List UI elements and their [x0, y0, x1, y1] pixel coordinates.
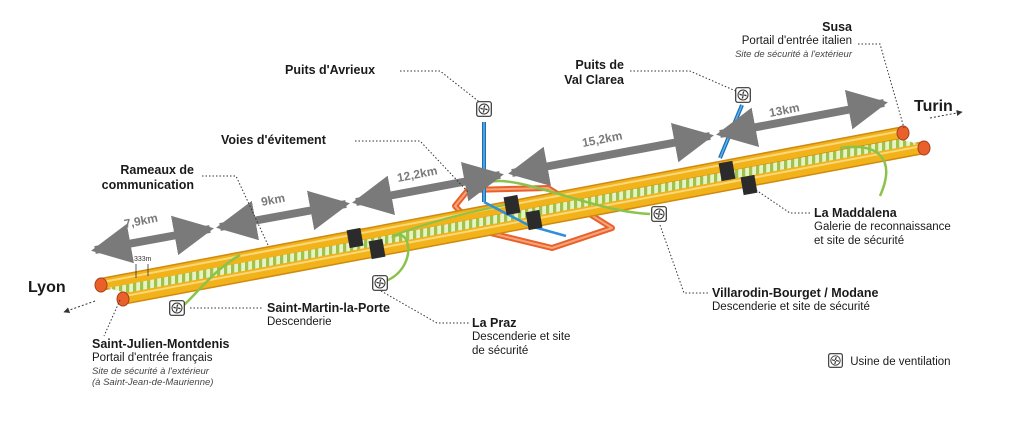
maddalena-name: La Maddalena: [814, 206, 897, 220]
rameaux-line1: Rameaux de: [120, 163, 194, 177]
ventilation-icon-la-praz: [372, 275, 388, 291]
ventilation-icon-avrieux: [476, 101, 492, 117]
villarodin-name: Villarodin-Bourget / Modane: [712, 286, 879, 300]
ventilation-icon-val-clarea: [735, 87, 751, 103]
label-voies: Voies d'évitement: [221, 133, 326, 147]
tube-north: [96, 126, 908, 291]
leader-st-julien: [103, 299, 121, 337]
connector-maddalena: [839, 145, 888, 197]
leader-rameaux: [202, 175, 269, 246]
st-julien-note2: (à Saint-Jean-de-Maurienne): [92, 377, 214, 389]
label-st-martin: Saint-Martin-la-Porte Descenderie: [267, 301, 390, 330]
leader-susa: [858, 43, 905, 129]
dist-label-4: 15,2km: [581, 128, 624, 150]
la-praz-desc2: de sécurité: [472, 344, 529, 357]
distance-arrows: [91, 90, 888, 264]
ventilation-icon-st-martin: [169, 300, 185, 316]
val-clarea-line1: Puits de: [575, 58, 624, 72]
st-julien-desc: Portail d'entrée français: [92, 352, 213, 364]
ventilation-icon-modane: [651, 206, 667, 222]
legend-label: Usine de ventilation: [850, 356, 951, 368]
label-rameaux: Rameaux de communication: [102, 163, 194, 193]
distance-labels: 7,9km 9km 12,2km 15,2km 13km: [123, 100, 801, 231]
maddalena-desc2: et site de sécurité: [814, 234, 905, 247]
dist-label-3: 12,2km: [396, 163, 439, 185]
connector-st-martin: [183, 253, 241, 306]
dist-label-5: 13km: [768, 100, 801, 120]
label-avrieux: Puits d'Avrieux: [285, 63, 376, 77]
legend-ventilation-icon: [828, 353, 843, 373]
label-villarodin: Villarodin-Bourget / Modane Descenderie …: [712, 286, 878, 315]
susa-desc: Portail d'entrée italien: [741, 35, 852, 47]
label-st-julien: Saint-Julien-Montdenis Portail d'entrée …: [92, 337, 230, 389]
legend: Usine de ventilation: [828, 353, 951, 373]
portal-lyon-north: [94, 277, 108, 293]
arrow-turin: [929, 110, 963, 119]
st-julien-note1: Site de sécurité à l'extérieur: [92, 365, 209, 377]
leader-la-praz: [380, 290, 470, 324]
arrow-lyon: [63, 300, 96, 314]
dist-label-1: 7,9km: [123, 211, 159, 231]
label-turin: Turin: [914, 98, 953, 115]
leader-voies: [355, 140, 469, 193]
susa-name: Susa: [822, 20, 852, 34]
la-praz-name: La Praz: [472, 316, 517, 330]
leader-avrieux: [400, 70, 483, 105]
leader-modane: [659, 224, 708, 294]
crossover-blocks: [346, 160, 758, 260]
leader-val-clarea: [630, 70, 739, 93]
la-praz-desc1: Descenderie et site: [472, 331, 571, 343]
susa-note: Site de sécurité à l'extérieur: [735, 48, 852, 60]
connector-la-praz: [378, 233, 410, 285]
label-val-clarea: Puits de Val Clarea: [564, 58, 624, 88]
st-julien-name: Saint-Julien-Montdenis: [92, 337, 230, 351]
portal-lyon-south: [116, 291, 130, 307]
rameaux-line2: communication: [101, 178, 194, 192]
villarodin-desc: Descenderie et site de sécurité: [712, 301, 870, 313]
portal-turin-north: [896, 125, 910, 141]
label-susa: Susa Portail d'entrée italien Site de sé…: [735, 20, 852, 60]
label-la-praz: La Praz Descenderie et site de sécurité: [472, 316, 570, 359]
dist-label-2: 9km: [260, 191, 286, 209]
val-clarea-line2: Val Clarea: [564, 73, 624, 87]
label-lyon: Lyon: [28, 279, 66, 296]
spacing-label: 333m: [134, 256, 152, 263]
st-martin-name: Saint-Martin-la-Porte: [267, 301, 390, 315]
portal-turin-south: [917, 140, 931, 156]
label-maddalena: La Maddalena Galerie de reconnaissance e…: [814, 206, 951, 249]
maddalena-desc1: Galerie de reconnaissance: [814, 221, 951, 233]
leader-maddalena: [755, 189, 810, 214]
st-martin-desc: Descenderie: [267, 316, 332, 328]
